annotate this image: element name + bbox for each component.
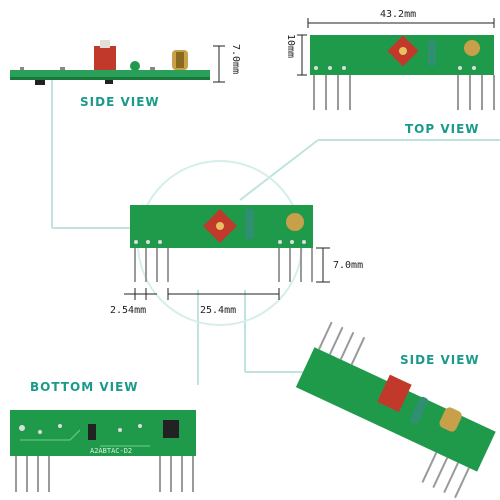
top-width-text: 43.2mm [380, 9, 417, 20]
center-dimensions [124, 247, 330, 300]
bottom-view-module [10, 410, 196, 492]
center-height-text: 7.0mm [333, 260, 364, 271]
pin-span-text: 25.4mm [200, 305, 237, 316]
pin-pitch-text: 2.54mm [110, 305, 147, 316]
connector-lines [51, 80, 500, 385]
bottom-view-label: BOTTOM VIEW [30, 380, 139, 394]
side-view-2-label: SIDE VIEW [400, 353, 480, 367]
side-height-text: 7.0mm [230, 44, 241, 75]
side-view-label: SIDE VIEW [80, 95, 160, 109]
top-view-dimension [297, 18, 495, 76]
top-view-module [310, 35, 495, 110]
side-height-dimension [213, 45, 225, 83]
center-module [130, 205, 313, 282]
angled-module [295, 321, 496, 499]
pcb-marking: A2ABTAC-D2 [90, 447, 133, 455]
top-view-label: TOP VIEW [405, 122, 480, 136]
side-view-module [10, 40, 210, 85]
top-height-text: 10mm [285, 34, 296, 59]
